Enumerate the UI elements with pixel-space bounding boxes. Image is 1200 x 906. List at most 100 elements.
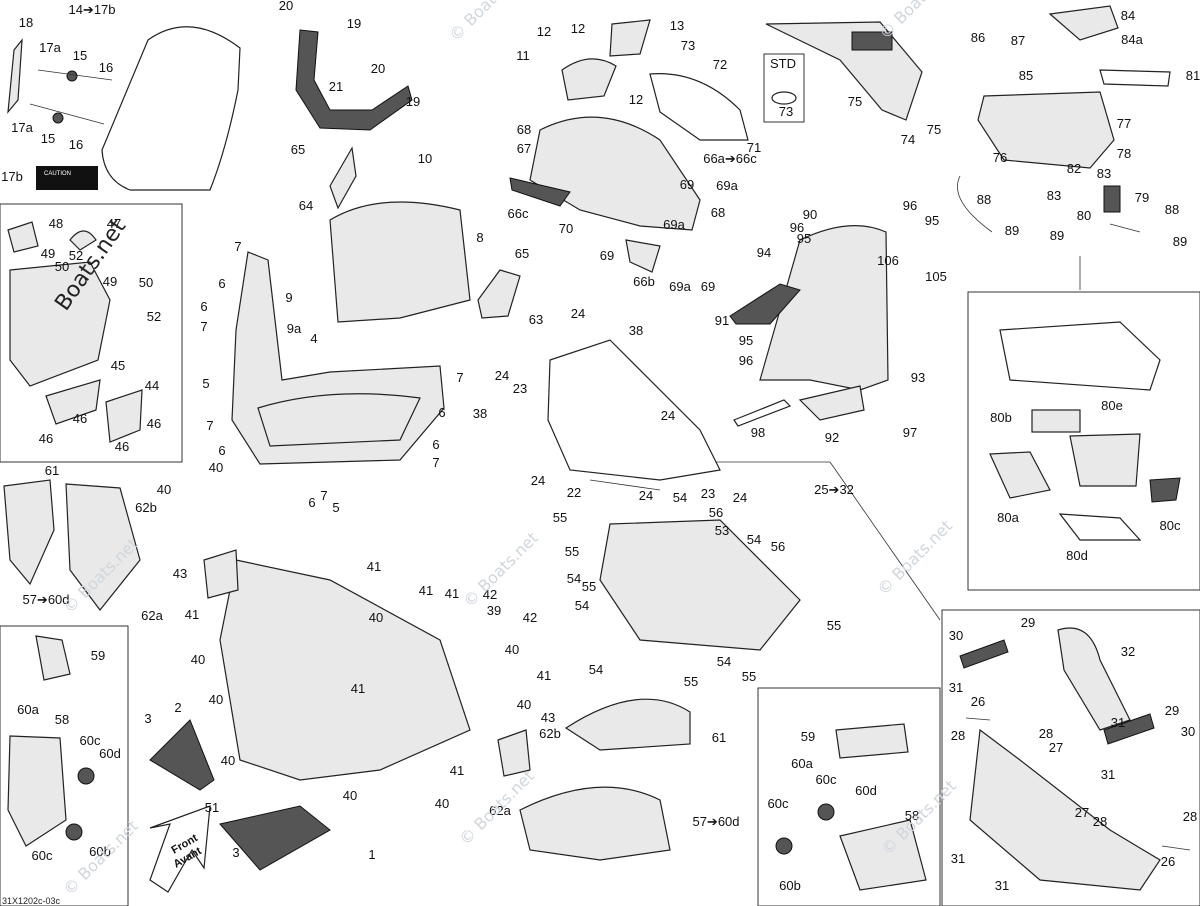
part-label-42: 74	[901, 132, 915, 147]
part-label-43: 75	[927, 122, 941, 137]
watermark-4: © Boats.net	[459, 528, 541, 610]
part-label-195: 31	[949, 680, 963, 695]
part-label-76: 46	[115, 439, 129, 454]
part-label-112: 94	[757, 245, 771, 260]
part-label-209: 31	[995, 878, 1009, 893]
grille-91	[729, 283, 801, 325]
part-label-199: 28	[1039, 726, 1053, 741]
watermark-5: © Boats.net	[873, 516, 955, 598]
rod-98	[733, 399, 792, 427]
part-label-68: 49	[103, 274, 117, 289]
part-label-129: 40	[209, 460, 223, 475]
bulb-60b-left	[65, 823, 83, 841]
part-label-168: 54	[567, 571, 581, 586]
part-label-0: 18	[19, 15, 33, 30]
part-label-187: 60c	[816, 772, 837, 787]
part-label-67: 52	[69, 248, 83, 263]
part-label-53: 82	[1067, 161, 1081, 176]
panel-1	[219, 805, 331, 871]
part-label-114: 105	[925, 269, 947, 284]
subframe-53	[599, 519, 801, 651]
part-label-61: 89	[1050, 228, 1064, 243]
washer-15-bottom	[52, 112, 64, 124]
part-label-121: 97	[903, 425, 917, 440]
part-label-65: 49	[41, 246, 55, 261]
mirror-58-detail	[839, 819, 927, 891]
part-label-117: 96	[739, 353, 753, 368]
part-label-159: 3	[232, 845, 239, 860]
part-label-105: 23	[701, 486, 715, 501]
part-label-174: 55	[684, 674, 698, 689]
part-label-38: 66b	[633, 274, 655, 289]
part-label-111: 95	[797, 231, 811, 246]
part-label-183: 60b	[89, 844, 111, 859]
part-label-109: 95	[925, 213, 939, 228]
part-label-178: 59	[91, 648, 105, 663]
part-label-103: 22	[567, 485, 581, 500]
part-label-127: 80d	[1066, 548, 1088, 563]
part-label-78: 6	[218, 276, 225, 291]
part-label-172: 54	[589, 662, 603, 677]
part-label-9: 20	[279, 0, 293, 13]
part-label-21: 13	[670, 18, 684, 33]
part-label-128: 61	[45, 463, 59, 478]
part-label-138: 41	[445, 586, 459, 601]
bulb-60c-left	[77, 767, 95, 785]
part-label-44: 84	[1121, 8, 1135, 23]
part-label-7: 16	[69, 137, 83, 152]
part-label-41: 75	[848, 94, 862, 109]
part-label-186: 60a	[791, 756, 813, 771]
gauge-frame-71	[649, 73, 749, 141]
part-label-139: 42	[483, 587, 497, 602]
storage-lid-84	[1048, 5, 1119, 41]
visor-11	[561, 58, 617, 101]
inner-panel-61-left	[3, 479, 55, 586]
trim-64	[329, 146, 357, 210]
part-label-194: 32	[1121, 644, 1135, 659]
part-label-66: 50	[55, 259, 69, 274]
part-80b	[1031, 409, 1081, 433]
headlight-housing	[9, 261, 111, 387]
part-label-126: 80c	[1160, 518, 1181, 533]
part-label-35: 68	[711, 205, 725, 220]
part-label-23: 72	[713, 57, 727, 72]
turn-signal-59-detail	[835, 723, 909, 759]
cover-92	[798, 385, 865, 421]
part-label-198: 27	[1049, 740, 1063, 755]
front-fairing-4	[231, 251, 445, 465]
part-label-113: 106	[877, 253, 899, 268]
cable-88	[957, 175, 1141, 233]
part-label-160: 1	[368, 847, 375, 862]
part-label-58: 88	[1165, 202, 1179, 217]
part-label-154: 40	[435, 796, 449, 811]
part-label-16: 10	[418, 151, 432, 166]
part-label-81: 9	[285, 290, 292, 305]
part-label-165: 55	[565, 544, 579, 559]
part-label-13: 19	[406, 94, 420, 109]
part-label-32: 70	[559, 221, 573, 236]
lower-fairing-frame	[219, 559, 471, 781]
part-label-51: 76	[993, 150, 1007, 165]
part-label-30: 66a➔66c	[703, 151, 757, 166]
part-label-11: 21	[329, 79, 343, 94]
part-label-24: 12	[629, 92, 643, 107]
part-label-157: 3	[144, 711, 151, 726]
part-label-96: 24	[571, 306, 585, 321]
part-48	[7, 221, 39, 253]
part-label-143: 40	[505, 642, 519, 657]
part-label-56: 79	[1135, 190, 1149, 205]
part-label-110: 96	[790, 220, 804, 235]
part-label-148: 40	[517, 697, 531, 712]
part-label-136: 41	[367, 559, 381, 574]
part-label-34: 69a	[716, 178, 738, 193]
part-label-177: 57➔60d	[692, 814, 739, 829]
part-label-182: 60d	[99, 746, 121, 761]
part-label-74: 46	[73, 411, 87, 426]
part-label-15: 64	[299, 198, 313, 213]
frame-22	[547, 339, 721, 481]
part-label-205: 28	[1093, 814, 1107, 829]
part-label-75: 46	[39, 431, 53, 446]
part-label-63: 48	[49, 216, 63, 231]
part-label-100: 38	[473, 406, 487, 421]
